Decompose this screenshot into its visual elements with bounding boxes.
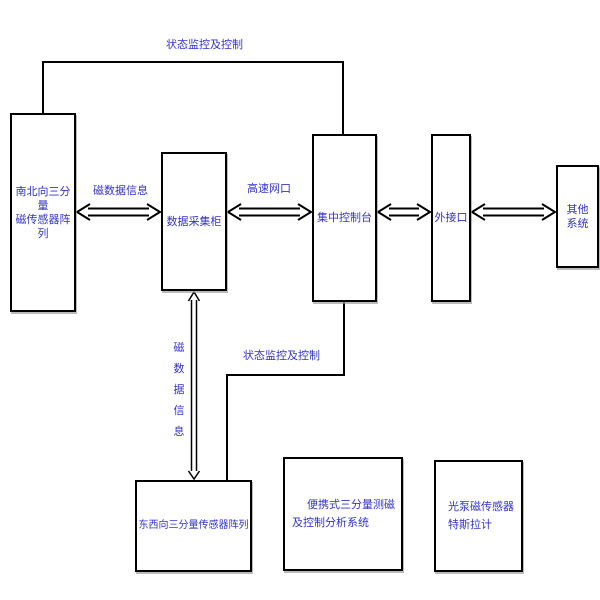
node-other-system: 其他 系统 [556, 165, 599, 268]
node-label-line: 及控制分析系统 [292, 517, 369, 529]
node-central-console: 集中控制台 [312, 134, 377, 302]
node-label-line: 光泵磁传感器 [448, 501, 514, 513]
node-label-line: 南北向三分量 [15, 185, 71, 212]
edge-label-high-speed-port: 高速网口 [247, 183, 291, 195]
arrow-daq-console [226, 203, 313, 221]
node-label-line: 系统 [566, 217, 589, 230]
node-label-line: 东西向三分量传感器阵列 [138, 520, 249, 531]
node-portable-analyzer: 便携式三分量测磁 及控制分析系统 [283, 457, 403, 571]
node-external-interface: 外接口 [431, 134, 471, 302]
edge-label-mid-status-control: 状态监控及控制 [243, 350, 320, 362]
connector-top-status-line [42, 61, 344, 134]
node-label-line: 便携式三分量测磁 [307, 499, 395, 511]
arrow-console-interface [376, 203, 432, 221]
edge-label-mag-data-vertical: 磁数据信息 [173, 342, 185, 438]
node-nb-sensor-array: 南北向三分量 磁传感器阵列 [10, 113, 76, 312]
arrow-nb-daq [75, 203, 162, 221]
node-label-line: 数据采集柜 [166, 215, 222, 228]
edge-label-mag-data-horizontal: 磁数据信息 [93, 185, 148, 197]
node-label-line: 其他 [566, 203, 589, 216]
node-label-line: 特斯拉计 [448, 519, 492, 531]
arrow-daq-ew [187, 290, 201, 481]
node-label-line: 外接口 [434, 212, 468, 224]
node-label-line: 磁传感器阵列 [15, 213, 71, 240]
connector-mid-status-line [226, 302, 345, 480]
node-optical-pump-teslameter: 光泵磁传感器 特斯拉计 [434, 460, 523, 572]
node-label-line: 集中控制台 [317, 212, 372, 224]
arrow-interface-other [470, 203, 557, 221]
node-ew-sensor-array: 东西向三分量传感器阵列 [135, 480, 252, 572]
edge-label-top-status-control: 状态监控及控制 [166, 39, 243, 51]
node-daq-cabinet: 数据采集柜 [161, 152, 227, 291]
